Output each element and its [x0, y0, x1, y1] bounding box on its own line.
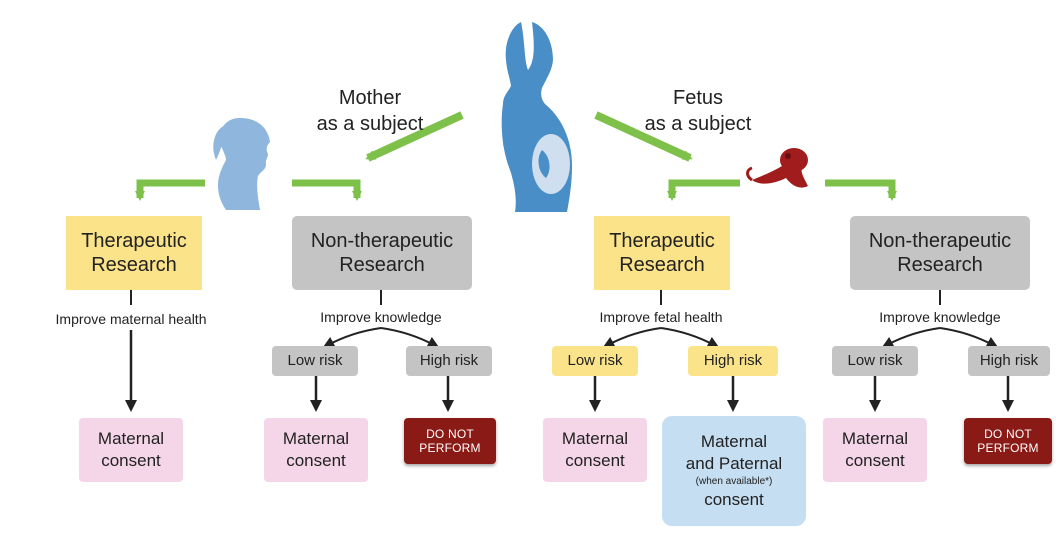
mother-do-not-perform-line2: PERFORM [419, 441, 480, 455]
fetus-therapeutic-title-line2: Research [619, 253, 705, 277]
fetus-high-risk-consent-line1: Maternal [701, 431, 767, 453]
mother-therapeutic-title-line2: Research [91, 253, 177, 277]
fetus-nontherapeutic-branch-arrow [825, 183, 892, 198]
mother-do-not-perform-badge: DO NOT PERFORM [404, 418, 496, 464]
fetus-subject-line1: Fetus [673, 85, 723, 111]
woman-head-silhouette-icon [213, 118, 270, 210]
fetus-icon [748, 148, 809, 188]
fetus-low-risk-label: Low risk [567, 352, 622, 370]
mother-low-risk-box: Low risk [272, 346, 358, 376]
fetus-do-not-perform-line1: DO NOT [984, 427, 1032, 441]
mother-therapeutic-consent-line2: consent [101, 450, 161, 472]
fetus-do-not-perform-line2: PERFORM [977, 441, 1038, 455]
mother-nontherapeutic-branch-arrow [292, 183, 357, 198]
fetus-nontherapeutic-high-risk-box: High risk [968, 346, 1050, 376]
fetus-high-risk-consent-note: (when available*) [696, 475, 773, 489]
fetus-subject-label: Fetus as a subject [628, 84, 768, 138]
mother-low-risk-consent-line1: Maternal [283, 428, 349, 450]
fetus-nontherapeutic-consent-line2: consent [845, 450, 905, 472]
fetus-low-risk-consent-box: Maternal consent [543, 418, 647, 482]
mother-nontherapeutic-split-right [381, 328, 436, 346]
fetus-high-risk-label: High risk [704, 352, 762, 370]
mother-nontherapeutic-title-line1: Non-therapeutic [311, 229, 453, 253]
fetus-nontherapeutic-purpose: Improve knowledge [859, 306, 1021, 328]
mother-nontherapeutic-research-box: Non-therapeutic Research [292, 216, 472, 290]
fetus-nontherapeutic-low-risk-box: Low risk [832, 346, 918, 376]
fetus-nontherapeutic-low-risk-label: Low risk [847, 352, 902, 370]
fetus-nontherapeutic-high-risk-label: High risk [980, 352, 1038, 370]
fetus-nontherapeutic-consent-box: Maternal consent [823, 418, 927, 482]
mother-low-risk-consent-box: Maternal consent [264, 418, 368, 482]
mother-low-risk-label: Low risk [287, 352, 342, 370]
mother-therapeutic-branch-arrow [140, 183, 205, 198]
mother-therapeutic-purpose-text: Improve maternal health [53, 311, 210, 327]
mother-therapeutic-title-line1: Therapeutic [81, 229, 187, 253]
mother-nontherapeutic-split [326, 328, 381, 346]
mother-therapeutic-consent-line1: Maternal [98, 428, 164, 450]
fetus-nontherapeutic-purpose-text: Improve knowledge [876, 309, 1003, 325]
mother-therapeutic-consent-box: Maternal consent [79, 418, 183, 482]
mother-nontherapeutic-purpose-text: Improve knowledge [317, 309, 444, 325]
fetus-therapeutic-split-right [661, 328, 716, 346]
mother-high-risk-box: High risk [406, 346, 492, 376]
fetus-therapeutic-split-left [606, 328, 661, 346]
mother-do-not-perform-line1: DO NOT [426, 427, 474, 441]
fetus-nontherapeutic-split-left [885, 328, 940, 346]
fetus-high-risk-box: High risk [688, 346, 778, 376]
mother-subject-label: Mother as a subject [300, 84, 440, 138]
fetus-high-risk-consent-box: Maternal and Paternal (when available*) … [662, 416, 806, 526]
fetus-nontherapeutic-title-line2: Research [897, 253, 983, 277]
fetus-low-risk-consent-line1: Maternal [562, 428, 628, 450]
fetus-nontherapeutic-consent-line1: Maternal [842, 428, 908, 450]
mother-nontherapeutic-purpose: Improve knowledge [300, 306, 462, 328]
fetus-therapeutic-title-line1: Therapeutic [609, 229, 715, 253]
fetus-therapeutic-research-box: Therapeutic Research [594, 216, 730, 290]
mother-low-risk-consent-line2: consent [286, 450, 346, 472]
fetus-nontherapeutic-split-right [940, 328, 995, 346]
fetus-therapeutic-purpose: Improve fetal health [580, 306, 742, 328]
fetus-therapeutic-branch-arrow [672, 183, 740, 198]
mother-high-risk-label: High risk [420, 352, 478, 370]
fetus-do-not-perform-badge: DO NOT PERFORM [964, 418, 1052, 464]
fetus-subject-line2: as a subject [645, 111, 752, 137]
mother-therapeutic-research-box: Therapeutic Research [66, 216, 202, 290]
mother-therapeutic-purpose: Improve maternal health [30, 308, 232, 330]
pregnant-woman-silhouette-icon [502, 22, 572, 212]
fetus-nontherapeutic-title-line1: Non-therapeutic [869, 229, 1011, 253]
fetus-low-risk-consent-line2: consent [565, 450, 625, 472]
mother-subject-line2: as a subject [317, 111, 424, 137]
mother-nontherapeutic-title-line2: Research [339, 253, 425, 277]
fetus-nontherapeutic-research-box: Non-therapeutic Research [850, 216, 1030, 290]
fetus-high-risk-consent-line3: consent [704, 489, 764, 511]
fetus-low-risk-box: Low risk [552, 346, 638, 376]
fetus-therapeutic-purpose-text: Improve fetal health [597, 309, 726, 325]
mother-subject-line1: Mother [339, 85, 401, 111]
fetus-high-risk-consent-line2: and Paternal [686, 453, 782, 475]
